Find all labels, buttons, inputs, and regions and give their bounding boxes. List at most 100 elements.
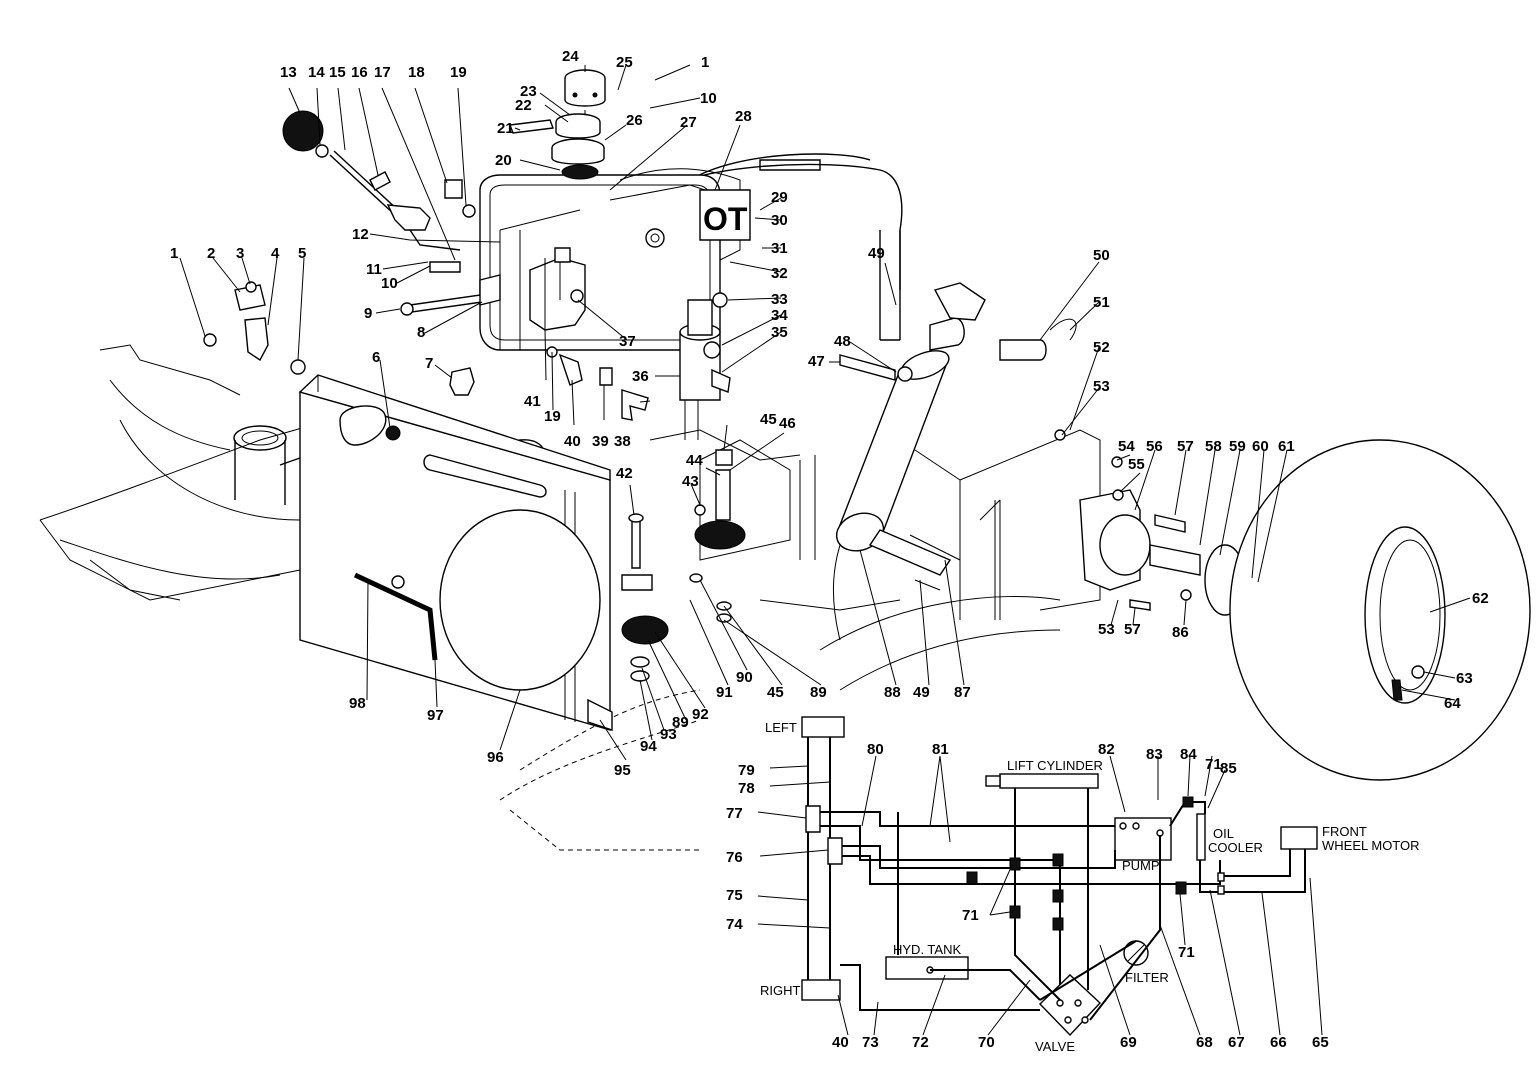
callout-23: 23 bbox=[520, 83, 537, 100]
callout-68: 68 bbox=[1196, 1034, 1213, 1051]
callout-46: 46 bbox=[779, 415, 796, 432]
shift-lever bbox=[282, 110, 476, 273]
callout-85: 85 bbox=[1220, 760, 1237, 777]
callout-32: 32 bbox=[771, 265, 788, 282]
callout-3: 3 bbox=[236, 245, 244, 262]
callout-27: 27 bbox=[680, 114, 697, 131]
callout-45: 45 bbox=[760, 411, 777, 428]
callout-38: 38 bbox=[614, 433, 631, 450]
callout-25: 25 bbox=[616, 54, 633, 71]
callout-56: 56 bbox=[1146, 438, 1163, 455]
callout-30: 30 bbox=[771, 212, 788, 229]
callout-40: 40 bbox=[564, 433, 581, 450]
callout-48: 48 bbox=[834, 333, 851, 350]
pump-body bbox=[400, 247, 586, 331]
label-left: LEFT bbox=[765, 720, 797, 735]
label-front-wheel-motor-2: WHEEL MOTOR bbox=[1322, 838, 1420, 853]
callout-78: 78 bbox=[738, 780, 755, 797]
callout-7: 7 bbox=[425, 355, 433, 372]
callout-19: 19 bbox=[450, 64, 467, 81]
callout-9: 9 bbox=[364, 305, 372, 322]
callout-39: 39 bbox=[592, 433, 609, 450]
callout-1: 1 bbox=[170, 245, 178, 262]
callout-51: 51 bbox=[1093, 294, 1110, 311]
left-bracket-parts bbox=[203, 281, 306, 375]
callout-88: 88 bbox=[884, 684, 901, 701]
label-front-wheel-motor-1: FRONT bbox=[1322, 824, 1367, 839]
callout-22: 22 bbox=[515, 97, 532, 114]
lift-cylinder bbox=[835, 282, 1077, 591]
callout-77: 77 bbox=[726, 805, 743, 822]
callout-72: 72 bbox=[912, 1034, 929, 1051]
callout-67: 67 bbox=[1228, 1034, 1245, 1051]
label-filter: FILTER bbox=[1125, 970, 1169, 985]
callout-71: 71 bbox=[962, 907, 979, 924]
callout-65: 65 bbox=[1312, 1034, 1329, 1051]
callout-2: 2 bbox=[207, 245, 215, 262]
callout-31: 31 bbox=[771, 240, 788, 257]
callout-33: 33 bbox=[771, 291, 788, 308]
fittings bbox=[449, 346, 649, 421]
label-lift-cylinder: LIFT CYLINDER bbox=[1007, 758, 1103, 773]
callout-10: 10 bbox=[381, 275, 398, 292]
callout-42: 42 bbox=[616, 465, 633, 482]
schematic-labels: LEFT RIGHT LIFT CYLINDER PUMP OIL COOLER… bbox=[760, 720, 1420, 1054]
callout-58: 58 bbox=[1205, 438, 1222, 455]
callout-55: 55 bbox=[1128, 456, 1145, 473]
oil-cooler-box bbox=[1196, 813, 1206, 861]
callout-10: 10 bbox=[700, 90, 717, 107]
callout-69: 69 bbox=[1120, 1034, 1137, 1051]
callout-89: 89 bbox=[810, 684, 827, 701]
callout-76: 76 bbox=[726, 849, 743, 866]
callout-52: 52 bbox=[1093, 339, 1110, 356]
callout-74: 74 bbox=[726, 916, 743, 933]
label-right: RIGHT bbox=[760, 983, 801, 998]
strainer-assembly bbox=[679, 292, 731, 440]
callout-8: 8 bbox=[417, 324, 425, 341]
callout-57: 57 bbox=[1177, 438, 1194, 455]
callout-14: 14 bbox=[308, 64, 325, 81]
callout-47: 47 bbox=[808, 353, 825, 370]
callout-26: 26 bbox=[626, 112, 643, 129]
callout-54: 54 bbox=[1118, 438, 1135, 455]
front-wheel-motor-box bbox=[1280, 826, 1318, 850]
wheel-hub bbox=[1054, 429, 1263, 616]
callout-21: 21 bbox=[497, 120, 514, 137]
callout-37: 37 bbox=[619, 333, 636, 350]
tire bbox=[1229, 439, 1531, 781]
label-oil-cooler-2: COOLER bbox=[1208, 840, 1263, 855]
callout-71: 71 bbox=[1205, 756, 1222, 773]
leader-lines bbox=[179, 64, 1471, 1036]
callout-17: 17 bbox=[374, 64, 391, 81]
callout-93: 93 bbox=[660, 726, 677, 743]
callout-82: 82 bbox=[1098, 741, 1115, 758]
callout-35: 35 bbox=[771, 324, 788, 341]
callout-45: 45 bbox=[767, 684, 784, 701]
callout-70: 70 bbox=[978, 1034, 995, 1051]
callout-60: 60 bbox=[1252, 438, 1269, 455]
callout-43: 43 bbox=[682, 473, 699, 490]
hydraulic-schematic bbox=[801, 716, 1318, 1037]
callout-71: 71 bbox=[1178, 944, 1195, 961]
label-pump: PUMP bbox=[1122, 858, 1160, 873]
callout-89: 89 bbox=[672, 714, 689, 731]
callout-80: 80 bbox=[867, 741, 884, 758]
callout-28: 28 bbox=[735, 108, 752, 125]
callout-44: 44 bbox=[686, 452, 703, 469]
callout-79: 79 bbox=[738, 762, 755, 779]
callout-61: 61 bbox=[1278, 438, 1295, 455]
radiator-panel bbox=[298, 374, 613, 731]
label-valve: VALVE bbox=[1035, 1039, 1075, 1054]
fuel-cap-assembly bbox=[509, 69, 606, 180]
callout-64: 64 bbox=[1444, 695, 1461, 712]
callout-13: 13 bbox=[280, 64, 297, 81]
callout-49: 49 bbox=[868, 245, 885, 262]
callout-97: 97 bbox=[427, 707, 444, 724]
callout-75: 75 bbox=[726, 887, 743, 904]
left-motor-box bbox=[801, 716, 845, 738]
callout-24: 24 bbox=[562, 48, 579, 65]
label-oil-cooler-1: OIL bbox=[1213, 826, 1234, 841]
callout-87: 87 bbox=[954, 684, 971, 701]
right-motor-box bbox=[801, 979, 841, 1001]
callout-34: 34 bbox=[771, 307, 788, 324]
